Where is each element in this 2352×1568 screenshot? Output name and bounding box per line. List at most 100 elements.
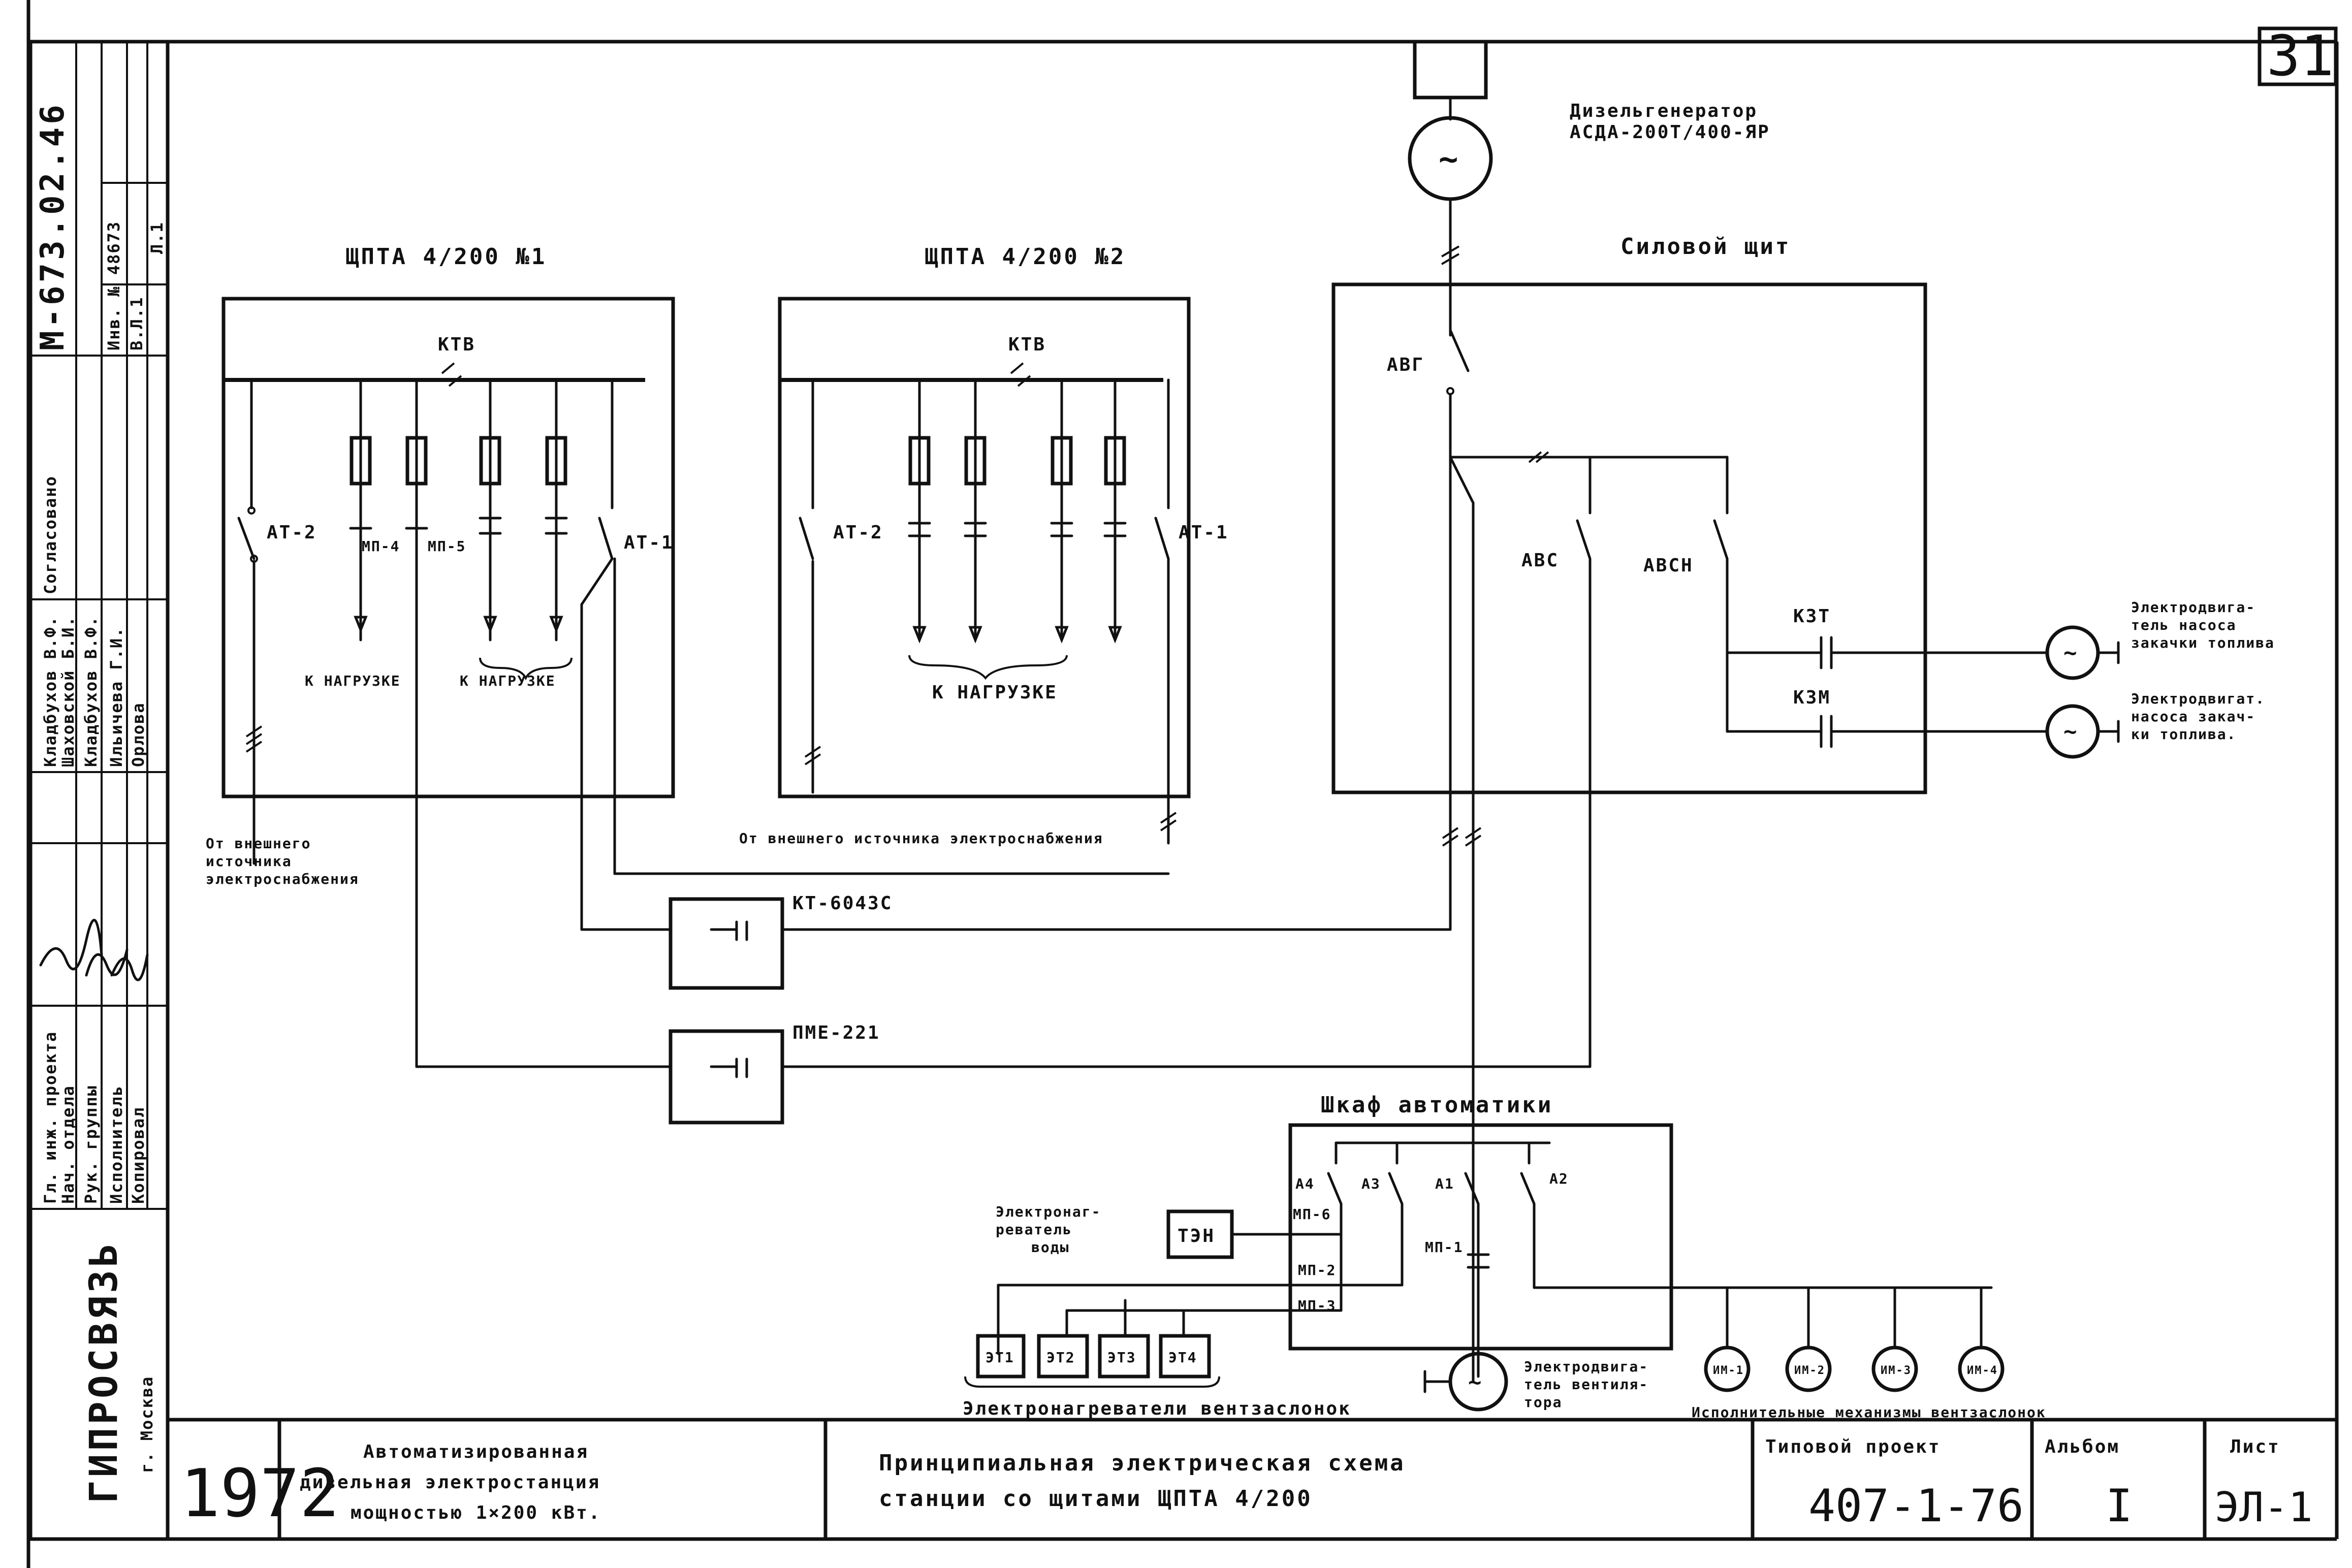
vent-motor-symbol: ~ [1468,1369,1484,1395]
sheet-number: 31 [2267,23,2334,88]
generator-symbol: ~ [1439,141,1461,178]
stamp-role-3: Исполнитель [107,1085,126,1204]
agreed-label: Согласовано [41,475,60,594]
heater-et2 [1037,1334,1089,1379]
side-stamp: М-673.02.46 Инв. № 48673 В.Л.1 Л.1 Согла… [28,40,170,1541]
panel-1-title: ЩПТА 4/200 №1 [345,244,547,270]
fuel-pump-motor-2-label-2: насоса закач- [2131,708,2255,725]
power-panel-box [1331,282,1927,794]
stamp-cell-a: В.Л.1 [127,297,146,350]
power-panel-title: Силовой щит [1620,234,1791,260]
panel-2-at1-label: АТ-1 [1179,522,1229,543]
project-name-line-1: Автоматизированная [363,1442,589,1462]
panel-2-load: К НАГРУЗКЕ [932,682,1058,703]
panel-2-at2-label: АТ-2 [833,522,883,543]
vent-motor-label-1: Электродвига- [1524,1358,1648,1375]
panel-1-load-b: К НАГРУЗКЕ [460,673,556,689]
panel-1-mp-a: МП-4 [362,538,400,555]
ext-source-left-1: От внешнего [206,835,311,852]
panel-1-mp-b: МП-5 [428,538,466,555]
mechanism-im4-label: ИМ-4 [1967,1364,1998,1377]
fuel-pump-motor-1-label-3: закачки топлива [2131,634,2275,651]
heater-ten-label: ТЭН [1178,1226,1215,1246]
page-background [28,0,2345,1568]
relay-pme-label: ПМЕ-221 [792,1022,880,1043]
heater-et2-label: ЭТ2 [1046,1349,1075,1366]
stamp-name-2: Кладбухов В.Ф. [81,616,101,767]
stamp-role-1: Нач. отдела [58,1085,78,1204]
ext-source-left-2: источника [206,853,292,870]
album-label: Альбом [2045,1436,2120,1457]
power-main-breaker: АВГ [1387,355,1424,375]
inv-number: Инв. № 48673 [104,221,123,350]
mechanism-im1 [1704,1346,1751,1392]
cabinet-a4: А4 [1295,1175,1315,1192]
fuel-pump-motor-1-symbol: ~ [2063,640,2079,666]
mechanism-im2 [1785,1346,1832,1392]
stamp-role-0: Гл. инж. проекта [41,1031,60,1204]
panel-shpta-2: ЩПТА 4/200 №2 КТВ АТ-2 К НАГРУЗКЕ АТ-1 [778,244,1229,845]
title-block: 1972 Автоматизированная дизельная электр… [168,1418,2337,1539]
mechanism-im3 [1871,1346,1918,1392]
cabinet-title: Шкаф автоматики [1321,1092,1553,1118]
project-name-line-3: мощностью 1×200 кВт. [351,1502,601,1523]
power-contactor-2: КЗМ [1793,687,1831,708]
fuel-pump-motor-2-label-3: ки топлива. [2131,726,2236,743]
damper-heaters: ЭТ1 ЭТ2 ЭТ3 ЭТ4 Электронагреватели вентз… [963,1284,1404,1419]
album-value: I [2106,1480,2133,1532]
fuel-pump-motor-1-label-2: тель насоса [2131,617,2236,633]
project-name-line-2: дизельная электростанция [300,1472,600,1493]
drawing-title-line-1: Принципиальная электрическая схема [879,1450,1406,1476]
heater-et4 [1159,1334,1211,1379]
stamp-name-0: Кладбухов В.Ф. [41,616,60,767]
cabinet-a2: А2 [1549,1170,1569,1187]
power-breaker-1: АВС [1521,550,1559,571]
cabinet-a1: А1 [1435,1175,1454,1192]
panel-1-at2-label: АТ-2 [267,522,317,543]
generator-model: АСДА-200Т/400-ЯР [1570,122,1770,143]
sheet-number-box [2258,26,2338,86]
vent-motor-label-2: тель вентиля- [1524,1376,1648,1393]
mechanism-im4 [1958,1346,2005,1392]
stamp-name-4: Орлова [129,702,148,767]
vent-motor-label-3: тора [1524,1394,1562,1411]
fuel-pump-motors: ~ Электродвига- тель насоса закачки топл… [2045,599,2275,759]
relay-kt: КТ-6043С [669,893,893,990]
generator: ~ Дизельгенератор АСДА-200Т/400-ЯР [1408,40,1770,337]
stamp-cell-b: Л.1 [147,221,167,254]
power-contactor-1: КЗТ [1793,606,1831,627]
cabinet-a3: А3 [1361,1175,1381,1192]
sheet-value: ЭЛ-1 [2215,1484,2313,1531]
type-project-label: Типовой проект [1765,1436,1941,1457]
water-heater-label-2: реватель [996,1221,1072,1238]
panel-1-box [221,297,675,798]
cabinet-mp2: МП-2 [1298,1262,1336,1278]
stamp-role-4: Копировал [129,1107,148,1204]
panel-1-load-a: К НАГРУЗКЕ [305,673,401,689]
heater-et3-label: ЭТ3 [1107,1349,1136,1366]
mechanism-im2-label: ИМ-2 [1794,1364,1825,1377]
stamp-role-2: Рук. группы [81,1085,101,1204]
water-heater-label-3: воды [1031,1239,1069,1256]
water-heater-label-1: Электронаг- [996,1203,1101,1220]
heater-et1-label: ЭТ1 [986,1349,1014,1366]
stamp-name-1: Шаховской Б.И. [58,616,78,767]
relay-pme: ПМЕ-221 [669,1022,880,1125]
heater-et1 [976,1334,1026,1379]
fuel-pump-motor-2-symbol: ~ [2063,719,2079,745]
fuel-pump-motor-2-label-1: Электродвигат. [2131,690,2265,707]
vent-motor: ~ Электродвига- тель вентиля- тора [1423,1352,1648,1412]
power-panel: Силовой щит АВГ АВС АВСН КЗТ КЗМ [1331,234,2049,1383]
generator-cable-ticks [1441,245,1460,265]
relay-kt-label: КТ-6043С [792,893,893,914]
cabinet-mp1: МП-1 [1425,1239,1463,1256]
type-project-value: 407-1-76 [1808,1480,2024,1532]
panel-2-box [778,297,1191,798]
organization-name: ГИПРОСВЯЗЬ [81,1240,126,1503]
ext-source-center: От внешнего источника электроснабжения [739,830,1103,847]
heater-et3 [1098,1334,1150,1379]
heater-et4-label: ЭТ4 [1168,1349,1197,1366]
panel-1-at1-label: АТ-1 [624,532,674,553]
cabinet-box [1288,1123,1673,1351]
